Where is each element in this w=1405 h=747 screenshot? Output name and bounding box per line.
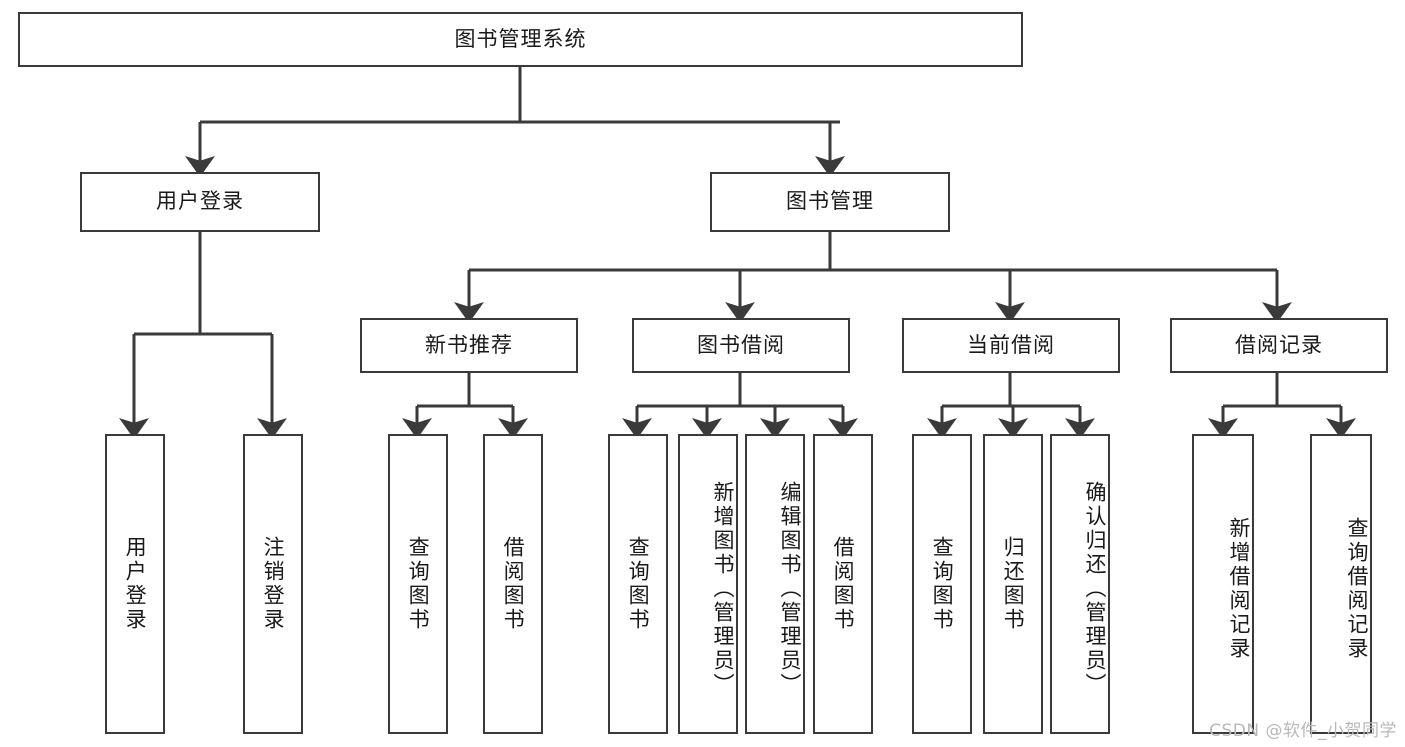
node-label: 借阅记录 <box>1235 332 1323 357</box>
node-book-borrow[interactable]: 图书借阅 <box>632 318 850 373</box>
node-borrow-records[interactable]: 借阅记录 <box>1170 318 1388 373</box>
node-label: 图书借阅 <box>697 332 785 357</box>
leaf-logout[interactable]: 注销登录 <box>243 434 303 734</box>
leaf-add-book-admin[interactable]: 新增图书（管理员） <box>678 434 738 734</box>
node-user-login[interactable]: 用户登录 <box>80 172 320 232</box>
leaf-query-borrow-record[interactable]: 查询借阅记录 <box>1310 434 1372 734</box>
node-label: 用户登录 <box>123 536 148 632</box>
node-label: 新增借阅记录 <box>1227 517 1251 661</box>
leaf-borrow-books[interactable]: 借阅图书 <box>813 434 873 734</box>
node-label: 查询图书 <box>626 536 651 632</box>
leaf-confirm-return-admin[interactable]: 确认归还（管理员） <box>1050 434 1110 734</box>
node-label: 图书管理 <box>786 189 874 214</box>
node-label: 借阅图书 <box>501 536 526 632</box>
leaf-return-books[interactable]: 归还图书 <box>983 434 1043 734</box>
node-root-system[interactable]: 图书管理系统 <box>18 12 1023 67</box>
node-label: 注销登录 <box>261 536 286 632</box>
node-label: 当前借阅 <box>967 332 1055 357</box>
watermark-text: CSDN @软件_小贺同学 <box>1209 721 1397 741</box>
node-label: 查询图书 <box>930 536 955 632</box>
node-current-borrow[interactable]: 当前借阅 <box>902 318 1120 373</box>
node-label: 归还图书 <box>1001 536 1026 632</box>
node-label: 新增图书（管理员） <box>711 481 735 697</box>
leaf-borrow-books-recommend[interactable]: 借阅图书 <box>483 434 543 734</box>
node-label: 借阅图书 <box>831 536 856 632</box>
node-label: 图书管理系统 <box>454 26 587 51</box>
leaf-query-books-recommend[interactable]: 查询图书 <box>388 434 448 734</box>
leaf-edit-book-admin[interactable]: 编辑图书（管理员） <box>745 434 805 734</box>
leaf-add-borrow-record[interactable]: 新增借阅记录 <box>1192 434 1254 734</box>
node-label: 编辑图书（管理员） <box>778 481 802 697</box>
node-label: 用户登录 <box>156 189 244 214</box>
node-book-management[interactable]: 图书管理 <box>710 172 950 232</box>
node-label: 查询图书 <box>406 536 431 632</box>
leaf-query-books-current[interactable]: 查询图书 <box>912 434 972 734</box>
leaf-query-books-borrow[interactable]: 查询图书 <box>608 434 668 734</box>
leaf-user-login[interactable]: 用户登录 <box>105 434 165 734</box>
node-new-book-recommendation[interactable]: 新书推荐 <box>360 318 578 373</box>
node-label: 查询借阅记录 <box>1345 517 1369 661</box>
node-label: 确认归还（管理员） <box>1083 481 1107 697</box>
node-label: 新书推荐 <box>425 332 513 357</box>
